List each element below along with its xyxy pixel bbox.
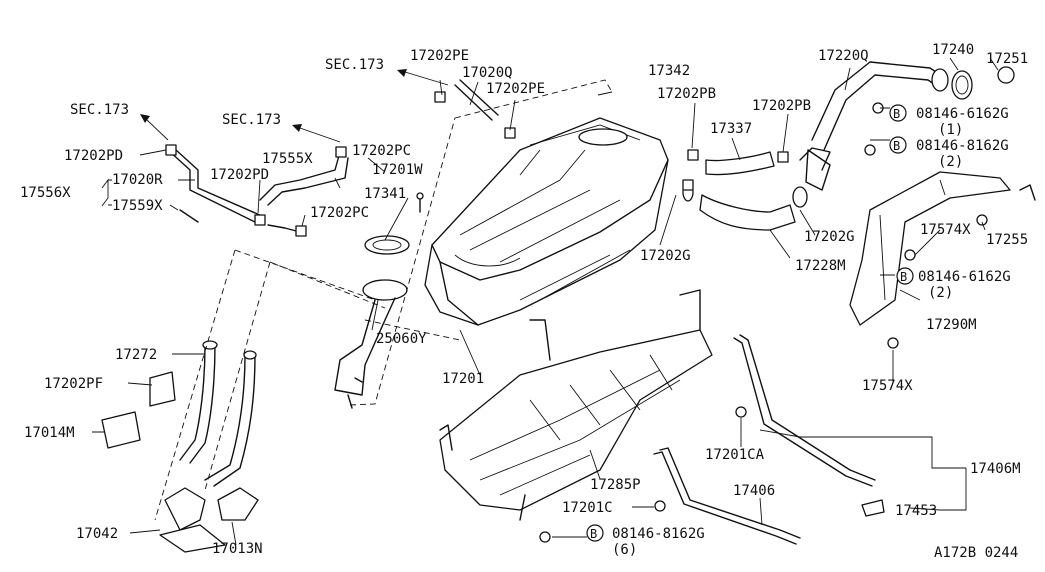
bolt-quantity: (2): [928, 285, 953, 301]
part-label: 17559X: [112, 198, 163, 214]
part-label: 17202G: [640, 248, 691, 264]
section-ref-label: SEC.173: [222, 112, 281, 128]
filler-neck: [799, 61, 1015, 191]
part-label: 17285P: [590, 477, 641, 493]
bolt-quantity: (6): [612, 542, 637, 558]
bolt-marker-b: [889, 136, 907, 154]
part-label: 17202PD: [210, 167, 269, 183]
part-label: 17255: [986, 232, 1028, 248]
part-label: 17228M: [795, 258, 846, 274]
bolt-part-number: 08146-6162G: [916, 106, 1009, 122]
part-label: 17556X: [20, 185, 71, 201]
part-label: 17406: [733, 483, 775, 499]
filler-protector: [849, 171, 1036, 326]
bolts: [539, 102, 988, 543]
dashed-callouts: [154, 79, 613, 521]
leader-lines: [92, 57, 999, 546]
part-labels: SEC.173 SEC.173 SEC.173 17202PE 17020Q 1…: [20, 42, 1028, 561]
tank-straps: [653, 334, 885, 545]
bolt-marker-letter: B: [893, 139, 900, 153]
section-arrows: [140, 69, 449, 143]
part-label: 17337: [710, 121, 752, 137]
bolt-marker-b: [896, 267, 914, 285]
part-label: 17453: [895, 503, 937, 519]
hose-parts: [101, 340, 259, 553]
part-label: 17202G: [804, 229, 855, 245]
part-label: 17555X: [262, 151, 313, 167]
part-label: 17202PE: [486, 81, 545, 97]
bolt-marker-letter: B: [900, 270, 907, 284]
part-label: 17341: [364, 186, 406, 202]
part-label: 17290M: [926, 317, 977, 333]
bolt-quantity: (1): [938, 122, 963, 138]
part-label: 17201W: [372, 162, 423, 178]
part-label: 17202PC: [352, 143, 411, 159]
part-label: 17201C: [562, 500, 613, 516]
part-label: 17202PE: [410, 48, 469, 64]
part-label: 17202PB: [657, 86, 716, 102]
part-label: 17201CA: [705, 447, 765, 463]
filler-hose: [682, 149, 808, 231]
bolt-marker-letter: B: [590, 527, 597, 541]
part-label: 17574X: [862, 378, 913, 394]
part-label: 17342: [648, 63, 690, 79]
part-label: 17574X: [920, 222, 971, 238]
undertank-protector: [439, 289, 713, 521]
section-ref-label: SEC.173: [325, 57, 384, 73]
part-label: 17013N: [212, 541, 263, 557]
bolt-marker-b: [586, 524, 604, 542]
part-label: 17202PB: [752, 98, 811, 114]
part-label: 17406M: [970, 461, 1021, 477]
part-label: 17202PC: [310, 205, 369, 221]
bolt-part-number: 08146-8162G: [916, 138, 1009, 154]
part-label: 17020Q: [462, 65, 513, 81]
bolt-markers: B B B B: [586, 104, 914, 542]
part-label: 17202PF: [44, 376, 103, 392]
fuel-pump-assembly: [334, 235, 410, 409]
bolt-quantity: (2): [938, 154, 963, 170]
bolt-part-number: 08146-6162G: [918, 269, 1011, 285]
bolt-marker-b: [889, 104, 907, 122]
catalog-code: A172B 0244: [934, 545, 1018, 561]
part-label: 17014M: [24, 425, 75, 441]
part-label: 25060Y: [376, 331, 427, 347]
bolt-part-number: 08146-8162G: [612, 526, 705, 542]
part-label: 17272: [115, 347, 157, 363]
part-label: 17220Q: [818, 48, 869, 64]
part-label: 17202PD: [64, 148, 123, 164]
part-label: 17042: [76, 526, 118, 542]
bolt-marker-letter: B: [893, 107, 900, 121]
part-label: 17020R: [112, 172, 163, 188]
part-label: 17201: [442, 371, 484, 387]
part-label: 17240: [932, 42, 974, 58]
fuel-tank: [424, 117, 669, 326]
section-ref-label: SEC.173: [70, 102, 129, 118]
part-label: 17251: [986, 51, 1028, 67]
